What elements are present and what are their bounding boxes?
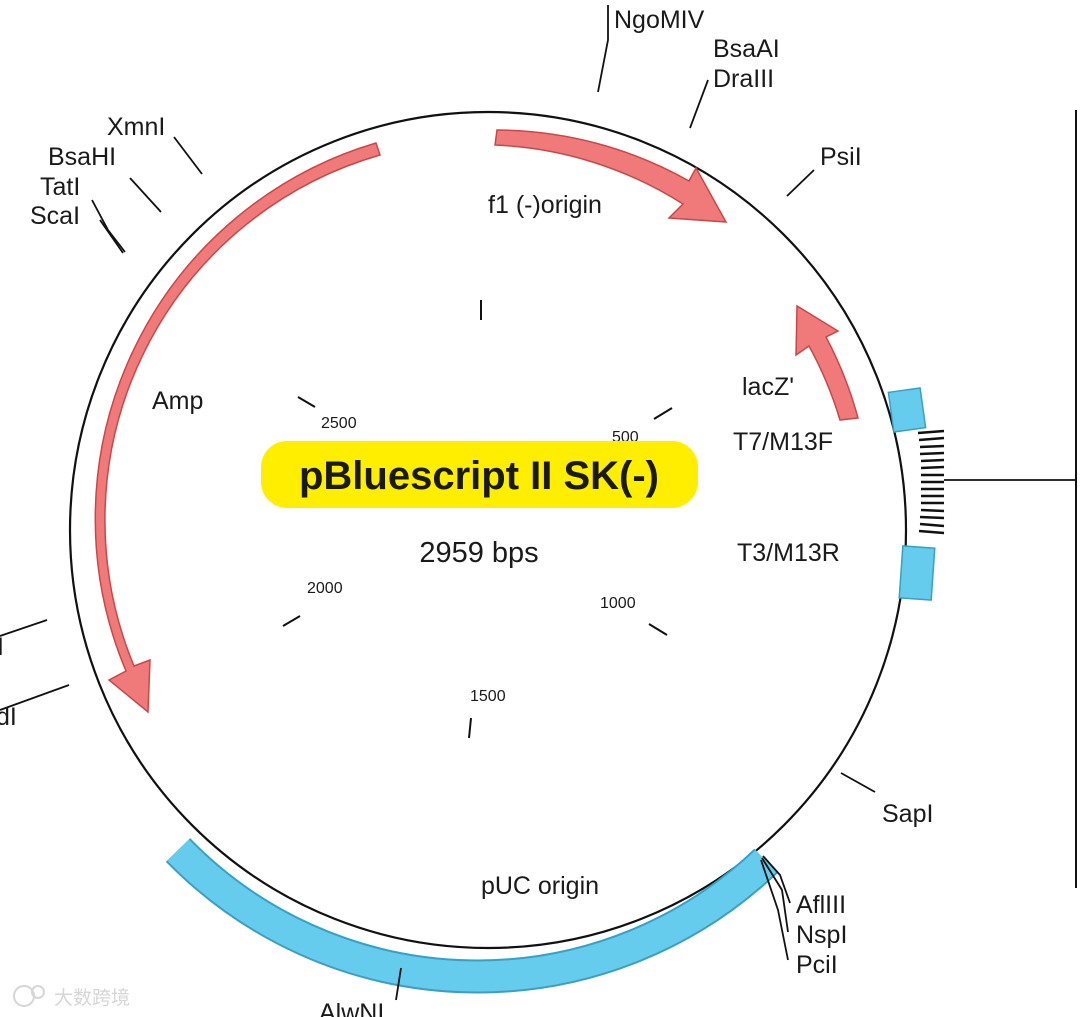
site-label-bsahi: BsaHI: [48, 143, 116, 171]
watermark-text: 大数跨境: [54, 987, 130, 1009]
plasmid-name: pBluescript II SK(-): [299, 454, 659, 498]
watermark: 大数跨境: [13, 985, 130, 1009]
site-label-left-partial-1: I: [0, 633, 4, 661]
tick-label-1500: 1500: [470, 688, 506, 705]
feature-label-amp: Amp: [152, 387, 203, 415]
site-label-bsaai: BsaAI: [713, 35, 780, 63]
puc-origin-arc-fill: [167, 839, 777, 992]
mcs-hatch: [917, 429, 945, 535]
site-label-afliii: AflIII: [796, 891, 846, 919]
site-label-ngomiv: NgoMIV: [614, 6, 705, 34]
tick-label-2000: 2000: [307, 580, 343, 597]
site-label-left-partial-2: dI: [0, 703, 17, 731]
feature-label-lacz: lacZ': [742, 373, 794, 401]
site-label-draiii: DraIII: [713, 65, 774, 93]
plasmid-size: 2959 bps: [419, 537, 538, 569]
feature-label-t7: T7/M13F: [733, 428, 833, 456]
site-label-pcii: PciI: [796, 951, 838, 979]
title-highlight: [261, 441, 698, 508]
amp-arrow: [94, 142, 381, 714]
site-label-sapi: SapI: [882, 800, 933, 828]
site-label-xmni: XmnI: [107, 113, 165, 141]
site-label-scai: ScaI: [30, 202, 80, 230]
plasmid-backbone: [68, 110, 908, 950]
tick-label-2500: 2500: [321, 415, 357, 432]
site-leader-lines: [0, 5, 876, 1001]
site-label-tati: TatI: [40, 173, 80, 201]
f1-origin-arrow: [494, 129, 728, 223]
t7-promoter-box: [887, 387, 927, 433]
feature-label-f1-origin: f1 (-)origin: [488, 191, 602, 219]
feature-label-t3: T3/M13R: [737, 539, 840, 567]
watermark-logo-icon: [13, 985, 35, 1007]
site-label-alwni: AlwNI: [319, 999, 384, 1017]
site-label-psii: PsiI: [820, 143, 862, 171]
lacz-arrow: [795, 304, 859, 421]
t3-promoter-box: [898, 545, 936, 601]
position-ticks: [282, 300, 673, 739]
site-label-nspi: NspI: [796, 921, 847, 949]
feature-label-puc-origin: pUC origin: [481, 872, 599, 900]
tick-label-1000: 1000: [600, 595, 636, 612]
